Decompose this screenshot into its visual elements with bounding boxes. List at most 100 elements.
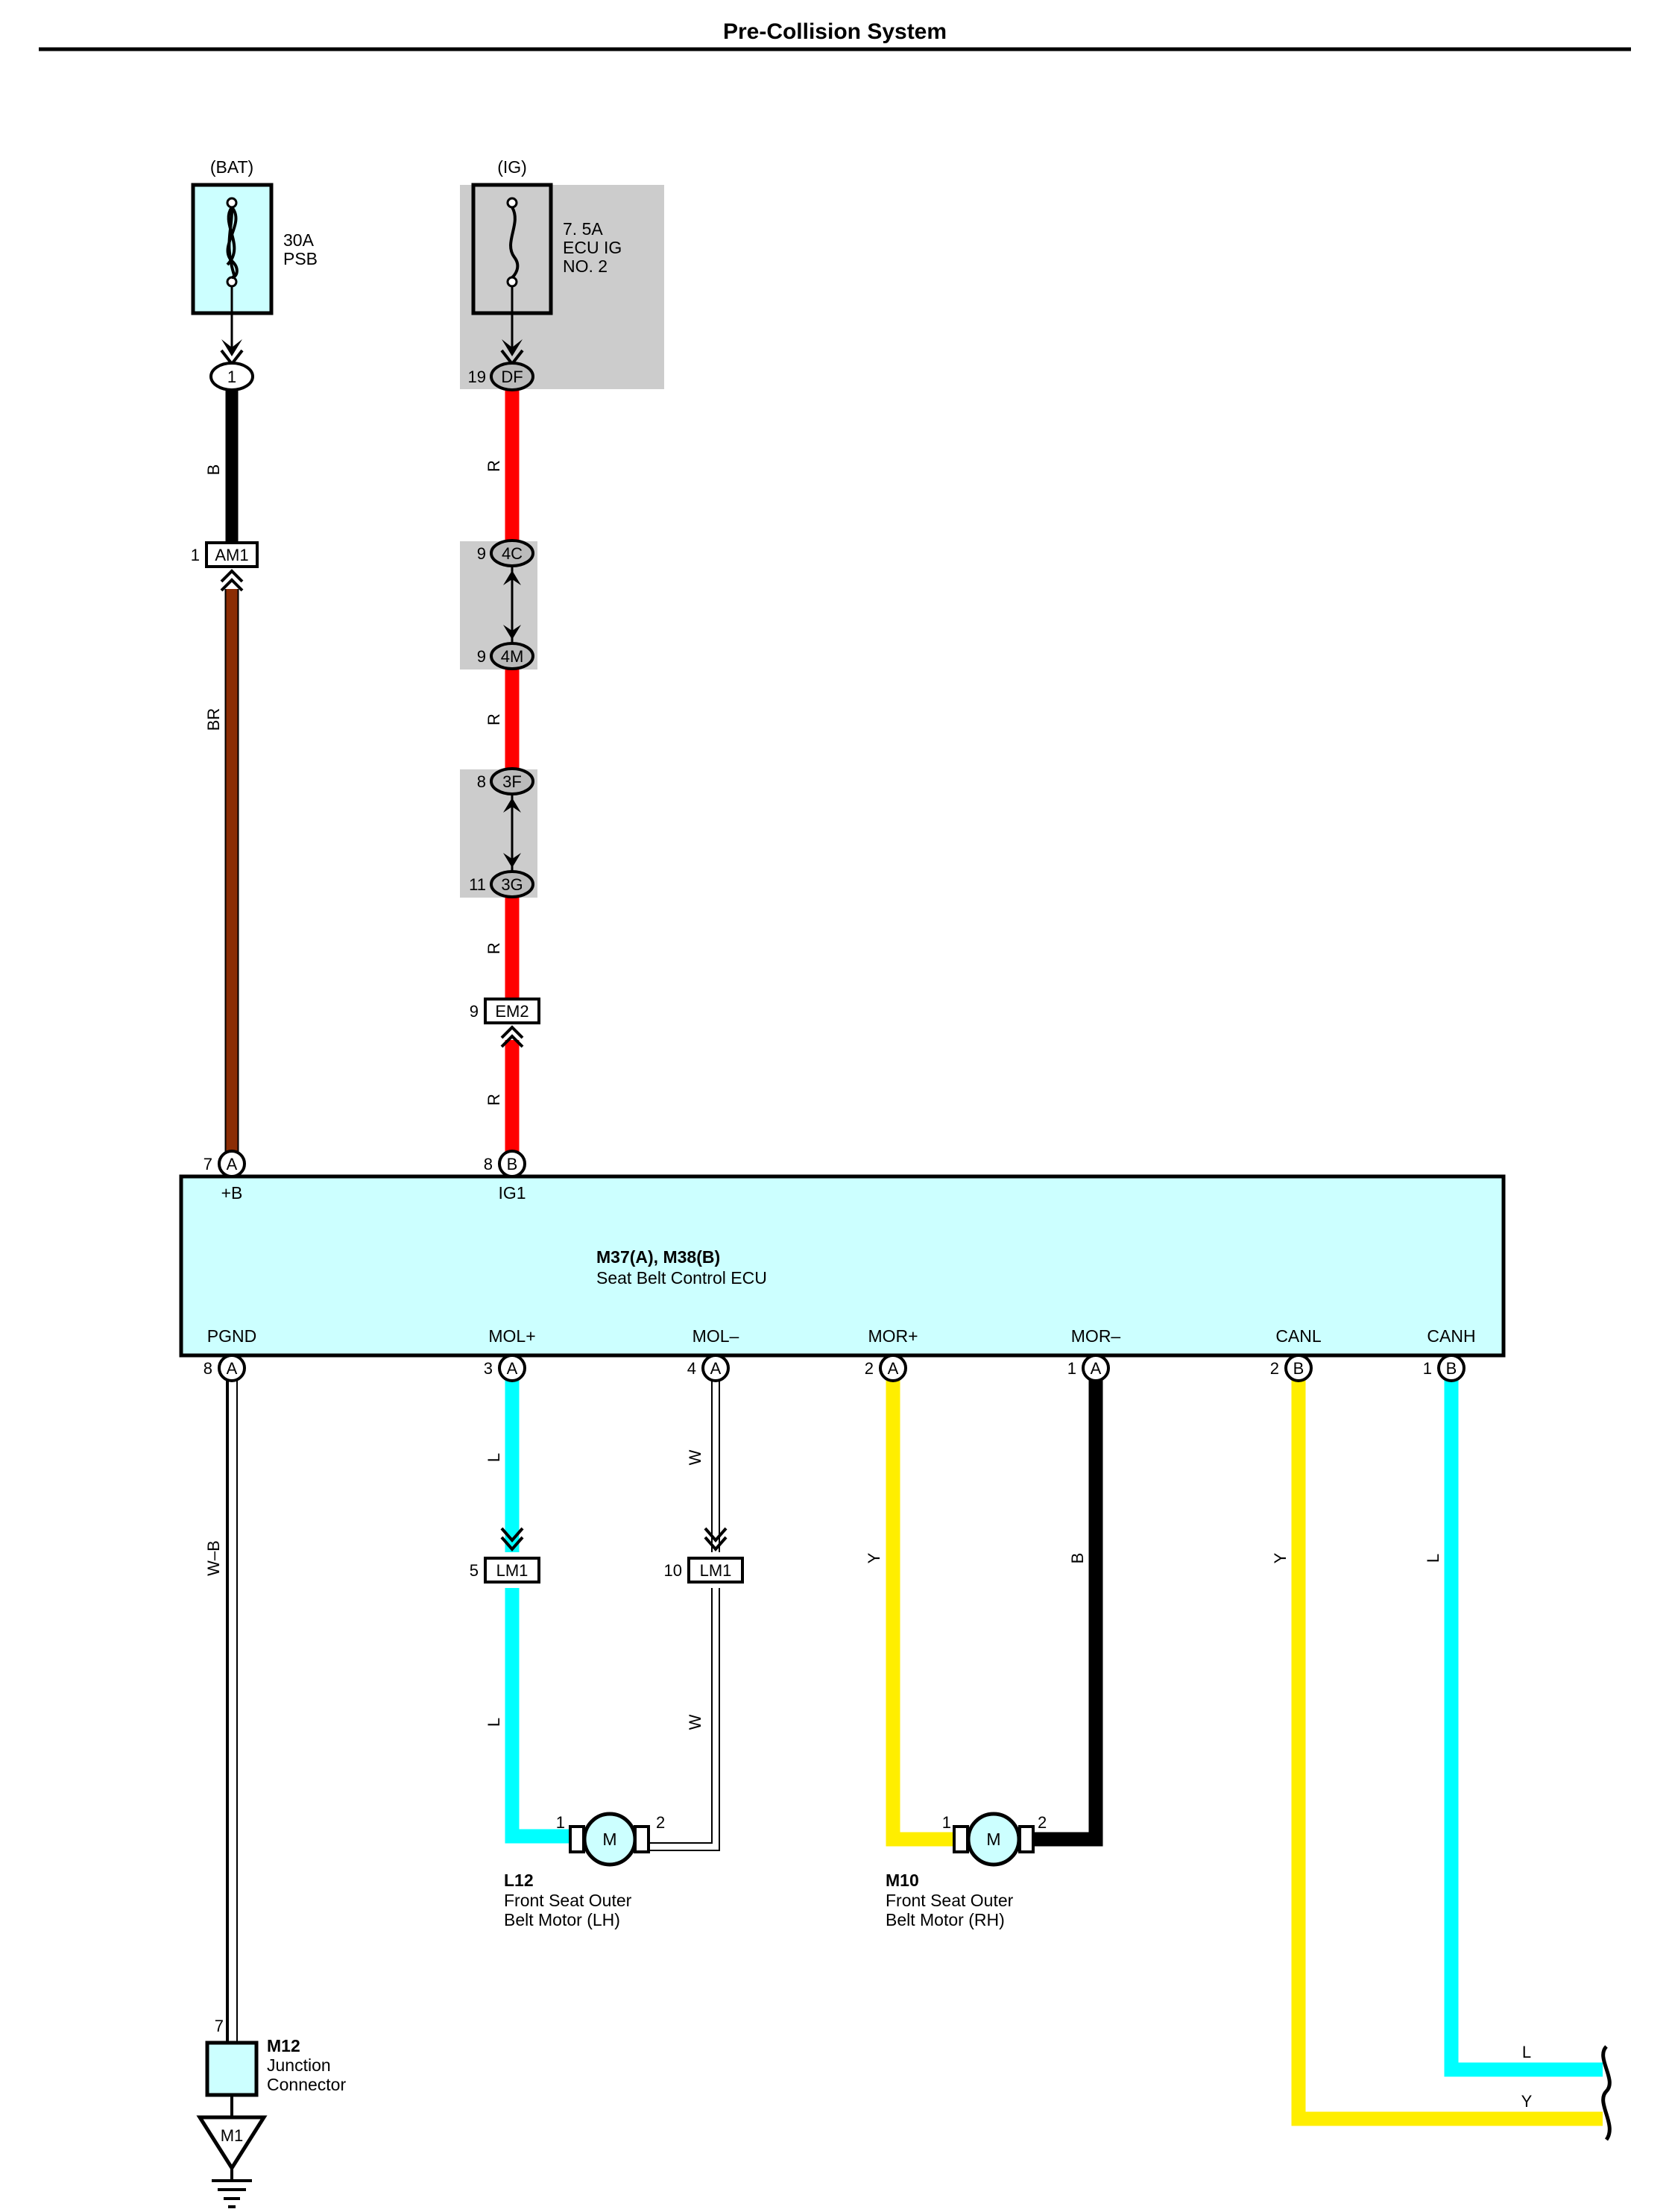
connector-1: 1 xyxy=(209,362,254,391)
bat-label: (BAT) xyxy=(210,157,253,177)
connector-1-id: 1 xyxy=(227,368,236,386)
break-mark xyxy=(1601,2045,1612,2141)
svg-text:2: 2 xyxy=(865,1359,874,1378)
wire-l-canh xyxy=(1444,1378,1603,2077)
connector-4c: 4C 9 xyxy=(477,539,534,585)
fuse-psb-amps: 30A xyxy=(283,230,315,250)
fuse-ecu-ig xyxy=(471,183,553,315)
svg-text:A: A xyxy=(888,1359,899,1378)
wire-y-canl xyxy=(1291,1378,1603,2126)
fuse-ig-line2: ECU IG xyxy=(563,238,622,257)
ecu-pin-top-0: A 7 +B xyxy=(204,1150,246,1203)
connector-3g-pin: 11 xyxy=(469,875,486,894)
connector-4m-pin: 9 xyxy=(477,647,486,666)
wire-wb xyxy=(226,1378,238,2043)
connector-am1-id: AM1 xyxy=(215,546,248,564)
connector-4c-id: 4C xyxy=(502,544,523,563)
motor-left-symbol: M xyxy=(602,1830,616,1849)
connector-3f-pin: 8 xyxy=(477,772,486,791)
ecu-name: Seat Belt Control ECU xyxy=(596,1268,767,1288)
svg-text:A: A xyxy=(227,1359,238,1378)
ig-label: (IG) xyxy=(497,157,527,177)
svg-text:A: A xyxy=(507,1359,518,1378)
wire-label-out-y: Y xyxy=(1521,2092,1533,2111)
ground-symbol: M1 xyxy=(196,2115,268,2208)
svg-text:B: B xyxy=(507,1155,518,1173)
connector-3g-id: 3G xyxy=(501,875,523,894)
wire-l-mol-plus xyxy=(505,1378,570,1844)
motor-left-line1: Front Seat Outer xyxy=(504,1891,632,1910)
connector-am1: AM1 1 xyxy=(191,541,259,592)
connector-em2-id: EM2 xyxy=(495,1002,529,1021)
connector-3g: 3G 11 xyxy=(469,853,534,898)
wire-label-l3: L xyxy=(1424,1554,1442,1563)
wire-label-r1: R xyxy=(485,460,503,472)
wire-label-r4: R xyxy=(485,1094,503,1106)
connector-4m-id: 4M xyxy=(501,647,524,666)
svg-text:A: A xyxy=(1091,1359,1102,1378)
svg-text:2: 2 xyxy=(1270,1359,1279,1378)
ecu-pin-bottom-2: MOL– A 4 xyxy=(687,1326,739,1382)
motor-right-line2: Belt Motor (RH) xyxy=(886,1910,1005,1929)
svg-text:3: 3 xyxy=(484,1359,493,1378)
ecu-pin-bottom-1: MOL+ A 3 xyxy=(484,1326,536,1382)
ecu-pin-bottom-6: CANH B 1 xyxy=(1423,1326,1476,1382)
wire-label-r3: R xyxy=(485,942,503,954)
junction-line2: Connector xyxy=(267,2075,346,2094)
svg-text:+B: +B xyxy=(221,1183,243,1203)
svg-text:MOR+: MOR+ xyxy=(868,1326,918,1346)
connector-3f: 3F 8 xyxy=(477,767,534,813)
junction-line1: Junction xyxy=(267,2055,331,2075)
ecu-pin-bottom-5: CANL B 2 xyxy=(1270,1326,1322,1382)
connector-lm1-5-id: LM1 xyxy=(496,1561,529,1580)
svg-text:CANL: CANL xyxy=(1275,1326,1322,1346)
svg-text:1: 1 xyxy=(1067,1359,1076,1378)
wire-label-l1: L xyxy=(485,1453,503,1462)
connector-em2-pin: 9 xyxy=(470,1002,479,1021)
svg-text:MOL–: MOL– xyxy=(692,1326,739,1346)
ecu-box xyxy=(179,1174,1506,1358)
ecu-pin-top-1: B 8 IG1 xyxy=(484,1150,526,1203)
ecu-pin-bottom-0: PGND A 8 xyxy=(204,1326,256,1382)
motor-right-code: M10 xyxy=(886,1871,919,1890)
connector-lm1-10-id: LM1 xyxy=(700,1561,732,1580)
connector-lm1-5: LM1 5 xyxy=(470,1527,540,1584)
fuse-psb-name: PSB xyxy=(283,249,318,268)
wire-label-r2: R xyxy=(485,713,503,725)
wire-label-b-top: B xyxy=(204,464,223,476)
svg-text:A: A xyxy=(710,1359,722,1378)
wire-label-w2: W xyxy=(686,1714,704,1730)
junction-pin: 7 xyxy=(215,2017,224,2035)
svg-text:CANH: CANH xyxy=(1427,1326,1475,1346)
wire-label-out-l: L xyxy=(1522,2043,1531,2061)
svg-text:A: A xyxy=(227,1155,238,1173)
wire-label-w1: W xyxy=(686,1449,704,1465)
page-title: Pre-Collision System xyxy=(723,19,947,44)
ground-id: M1 xyxy=(221,2126,244,2145)
wire-y-mor-plus xyxy=(886,1378,953,1847)
svg-text:8: 8 xyxy=(484,1155,493,1173)
svg-text:PGND: PGND xyxy=(207,1326,256,1346)
svg-text:8: 8 xyxy=(204,1359,212,1378)
svg-text:MOL+: MOL+ xyxy=(488,1326,535,1346)
wire-w-mol-minus xyxy=(649,1378,720,1851)
motor-left-line2: Belt Motor (LH) xyxy=(504,1910,620,1929)
connector-lm1-10: LM1 10 xyxy=(664,1527,744,1584)
svg-text:IG1: IG1 xyxy=(498,1183,526,1203)
junction-connector: 7 xyxy=(205,2017,259,2097)
motor-right: M 1 2 xyxy=(942,1812,1047,1867)
connector-df-id: DF xyxy=(501,368,523,386)
ecu-code: M37(A), M38(B) xyxy=(596,1247,720,1267)
svg-text:B: B xyxy=(1293,1359,1304,1378)
connector-df: DF 19 xyxy=(468,362,534,391)
wire-label-l2: L xyxy=(485,1718,503,1727)
motor-left-pin1: 1 xyxy=(556,1813,565,1832)
connector-4m: 4M 9 xyxy=(477,625,534,670)
connector-4c-pin: 9 xyxy=(477,544,486,563)
motor-right-pin2: 2 xyxy=(1038,1813,1047,1832)
motor-right-line1: Front Seat Outer xyxy=(886,1891,1014,1910)
arrow-bat-down xyxy=(220,313,244,367)
wire-label-br: BR xyxy=(204,708,223,731)
connector-em2: EM2 9 xyxy=(470,998,540,1048)
